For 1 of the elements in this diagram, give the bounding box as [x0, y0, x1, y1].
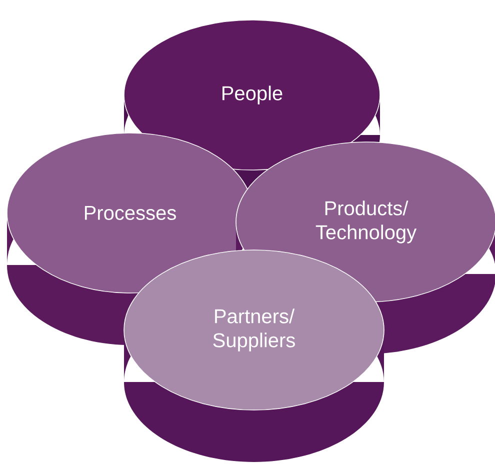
- cylinder: Partners/ Suppliers: [124, 250, 384, 462]
